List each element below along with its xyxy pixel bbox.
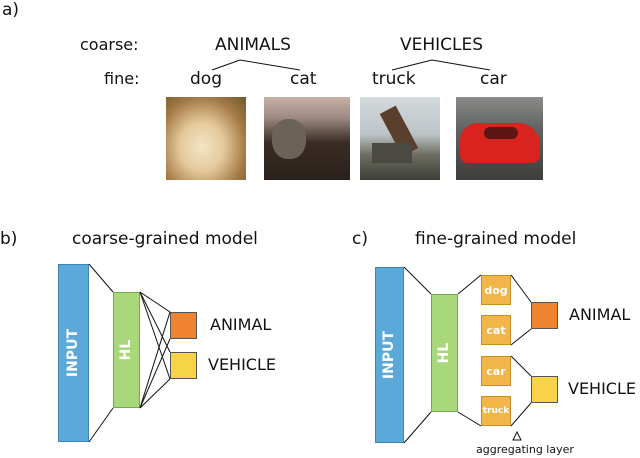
- panel-b-letter: b): [0, 229, 18, 249]
- fine-unit-truck: [481, 396, 511, 426]
- aggregating-layer-label: aggregating layer: [476, 443, 574, 456]
- car-image: [456, 97, 543, 180]
- output-animal-c: [531, 302, 558, 329]
- input-layer-b: [58, 264, 89, 442]
- coarse-class-animals: ANIMALS: [215, 35, 291, 55]
- bracket-vehicles-truck: [391, 59, 433, 71]
- output-vehicle-label-b: VEHICLE: [208, 355, 276, 374]
- cat-image: [264, 97, 350, 180]
- fine-unit-dog: [481, 275, 511, 305]
- bracket-animals-cat: [239, 59, 301, 71]
- fine-unit-car-label: car: [486, 365, 506, 378]
- fine-unit-dog-label: dog: [484, 284, 508, 297]
- fine-class-car: car: [480, 69, 507, 89]
- hidden-layer-b: [113, 292, 140, 408]
- panel-b-title: coarse-grained model: [72, 229, 258, 249]
- fine-class-cat: cat: [290, 69, 317, 89]
- truck-image: [360, 97, 440, 180]
- panel-c-letter: c): [352, 229, 368, 249]
- fine-unit-car: [481, 356, 511, 386]
- dog-image: [166, 97, 246, 180]
- panel-a-letter: a): [2, 0, 20, 20]
- fine-unit-cat: [481, 315, 511, 345]
- output-vehicle-c: [531, 376, 558, 403]
- bracket-vehicles-car: [431, 59, 491, 71]
- fine-class-dog: dog: [190, 69, 222, 89]
- aggregating-layer-arrow: [512, 430, 522, 441]
- input-layer-c: [375, 267, 404, 443]
- output-vehicle-b: [170, 352, 197, 379]
- fine-unit-cat-label: cat: [486, 324, 506, 337]
- output-animal-label-c: ANIMAL: [569, 305, 631, 324]
- panel-c-title: fine-grained model: [415, 229, 577, 249]
- hidden-layer-c: [431, 294, 458, 412]
- fine-class-truck: truck: [372, 69, 416, 89]
- fine-row-label: fine:: [104, 69, 140, 88]
- coarse-class-vehicles: VEHICLES: [400, 35, 484, 55]
- coarse-row-label: coarse:: [80, 35, 139, 54]
- bracket-animals-dog: [211, 59, 241, 71]
- output-animal-label-b: ANIMAL: [210, 315, 272, 334]
- fine-unit-truck-label: truck: [482, 406, 510, 416]
- output-animal-b: [170, 312, 197, 339]
- output-vehicle-label-c: VEHICLE: [568, 379, 636, 398]
